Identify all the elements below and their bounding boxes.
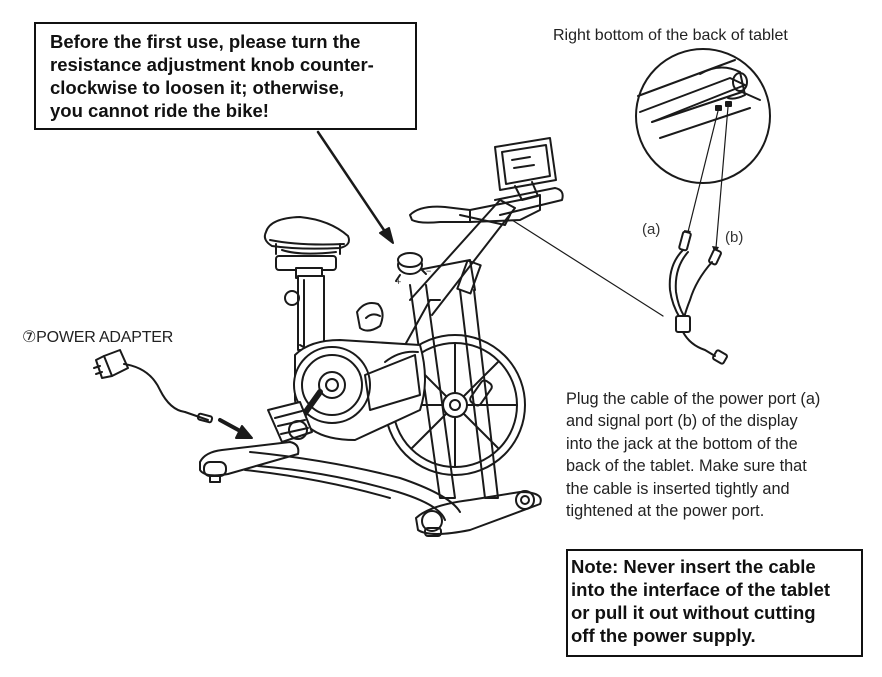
chain-guard bbox=[293, 339, 426, 441]
pedal-arrow bbox=[218, 418, 253, 439]
svg-text:+: + bbox=[396, 277, 401, 287]
cable-instructions: Plug the cable of the power port (a) and… bbox=[566, 388, 876, 522]
instruction-line: into the jack at the bottom of the bbox=[566, 434, 798, 453]
port-b-label: (b) bbox=[725, 229, 744, 246]
detail-leader-line bbox=[511, 219, 664, 317]
tablet-detail-circle bbox=[635, 48, 771, 184]
power-adapter-drawing bbox=[93, 349, 214, 424]
seat-post bbox=[284, 275, 325, 351]
note-line: Note: Never insert the cable bbox=[571, 556, 816, 577]
instruction-line: back of the tablet. Make sure that bbox=[566, 457, 807, 476]
tablet-holder bbox=[494, 137, 557, 201]
warning-line: you cannot ride the bike! bbox=[50, 100, 269, 121]
seat bbox=[263, 216, 350, 279]
warning-line: Before the first use, please turn the bbox=[50, 31, 361, 52]
tablet-caption: Right bottom of the back of tablet bbox=[553, 27, 788, 44]
bottle-holder bbox=[356, 302, 384, 332]
power-adapter-label: ⑦POWER ADAPTER bbox=[22, 329, 174, 346]
warning-arrow bbox=[316, 130, 394, 244]
warning-box: Before the first use, please turn the re… bbox=[34, 22, 417, 130]
base-frame bbox=[244, 451, 461, 521]
warning-line: clockwise to loosen it; otherwise, bbox=[50, 77, 345, 98]
resistance-knob: + − bbox=[395, 252, 431, 287]
instruction-line: and signal port (b) of the display bbox=[566, 412, 798, 431]
instruction-line: tightened at the power port. bbox=[566, 502, 765, 521]
instruction-line: Plug the cable of the power port (a) bbox=[566, 390, 821, 408]
note-line: into the interface of the tablet bbox=[571, 579, 831, 600]
instruction-line: the cable is inserted tightly and bbox=[566, 479, 790, 498]
front-stabilizer bbox=[415, 490, 542, 537]
rear-stabilizer bbox=[199, 441, 300, 483]
port-a-label: (a) bbox=[642, 221, 661, 238]
handlebar bbox=[409, 187, 564, 226]
note-box: Note: Never insert the cable into the in… bbox=[566, 549, 863, 657]
note-line: or pull it out without cutting bbox=[571, 602, 816, 623]
pedal bbox=[267, 389, 323, 443]
note-line: off the power supply. bbox=[571, 625, 756, 646]
tablet-cable bbox=[668, 230, 728, 365]
svg-text:−: − bbox=[426, 266, 431, 276]
warning-line: resistance adjustment knob counter- bbox=[50, 54, 374, 75]
